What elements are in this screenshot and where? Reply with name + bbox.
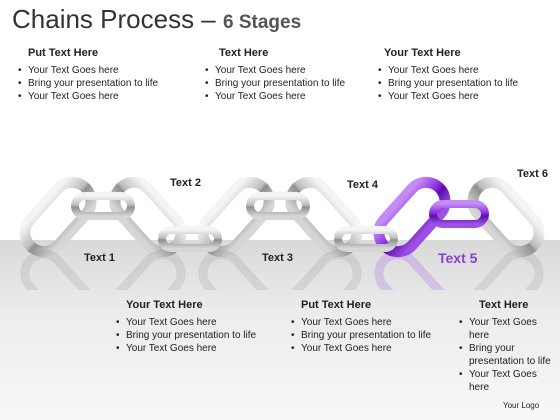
bottom-text-block-1: Your Text Here Your Text Goes here Bring… bbox=[114, 299, 264, 355]
block-heading: Text Here bbox=[219, 47, 269, 59]
bullet-item: Your Text Goes here bbox=[203, 64, 353, 77]
top-text-block-2: Text Here Your Text Goes here Bring your… bbox=[203, 47, 353, 103]
bullet-item: Bring your presentation to life bbox=[114, 329, 264, 342]
bullet-item: Your Text Goes here bbox=[114, 316, 264, 329]
bullet-item: Your Text Goes here bbox=[376, 64, 526, 77]
bullet-item: Your Text Goes here bbox=[457, 368, 557, 394]
bullet-list: Your Text Goes here Bring your presentat… bbox=[16, 64, 166, 103]
bullet-item: Your Text Goes here bbox=[376, 90, 526, 103]
stage-label-5-highlight: Text 5 bbox=[438, 250, 478, 266]
bullet-item: Your Text Goes here bbox=[16, 90, 166, 103]
bullet-item: Your Text Goes here bbox=[289, 316, 439, 329]
bullet-item: Bring your presentation to life bbox=[376, 77, 526, 90]
block-heading: Put Text Here bbox=[28, 47, 99, 59]
bullet-item: Your Text Goes here bbox=[203, 90, 353, 103]
top-text-block-3: Your Text Here Your Text Goes here Bring… bbox=[376, 47, 526, 103]
chain-link-1 bbox=[19, 176, 97, 258]
stage-label-2: Text 2 bbox=[170, 177, 201, 189]
connector-link bbox=[246, 192, 310, 220]
connector-link bbox=[334, 226, 398, 252]
block-heading: Your Text Here bbox=[384, 47, 461, 59]
connector-link-highlight bbox=[429, 200, 489, 228]
bottom-text-block-3: Text Here Your Text Goes here Bring your… bbox=[457, 299, 557, 394]
bullet-item: Your Text Goes here bbox=[114, 342, 264, 355]
logo-text: Your Logo bbox=[503, 401, 540, 410]
bullet-list: Your Text Goes here Bring your presentat… bbox=[203, 64, 353, 103]
bottom-text-block-2: Put Text Here Your Text Goes here Bring … bbox=[289, 299, 439, 355]
block-heading: Your Text Here bbox=[126, 299, 203, 311]
bullet-list: Your Text Goes here Bring your presentat… bbox=[114, 316, 264, 355]
stage-label-4: Text 4 bbox=[347, 179, 378, 191]
bullet-item: Bring your presentation to life bbox=[289, 329, 439, 342]
block-heading: Put Text Here bbox=[301, 299, 372, 311]
chain-graphic bbox=[19, 176, 545, 290]
bullet-item: Bring your presentation to life bbox=[457, 342, 557, 368]
title-stages: 6 Stages bbox=[223, 12, 302, 33]
chain-link-6 bbox=[467, 176, 545, 258]
bullet-item: Bring your presentation to life bbox=[203, 77, 353, 90]
block-heading: Text Here bbox=[479, 299, 529, 311]
page-title: Chains Process – 6 Stages bbox=[12, 4, 301, 35]
bullet-list: Your Text Goes here Bring your presentat… bbox=[289, 316, 439, 355]
bullet-item: Your Text Goes here bbox=[16, 64, 166, 77]
stage-label-3: Text 3 bbox=[262, 252, 293, 264]
bullet-item: Bring your presentation to life bbox=[16, 77, 166, 90]
connector-link bbox=[71, 192, 135, 220]
bullet-list: Your Text Goes here Bring your presentat… bbox=[457, 316, 557, 394]
bullet-item: Your Text Goes here bbox=[289, 342, 439, 355]
top-text-block-1: Put Text Here Your Text Goes here Bring … bbox=[16, 47, 166, 103]
bullet-item: Your Text Goes here bbox=[457, 316, 557, 342]
connector-link bbox=[158, 226, 222, 252]
stage-label-6: Text 6 bbox=[517, 168, 548, 180]
title-main: Chains Process – bbox=[12, 4, 216, 34]
bullet-list: Your Text Goes here Bring your presentat… bbox=[376, 64, 526, 103]
stage-label-1: Text 1 bbox=[84, 252, 115, 264]
